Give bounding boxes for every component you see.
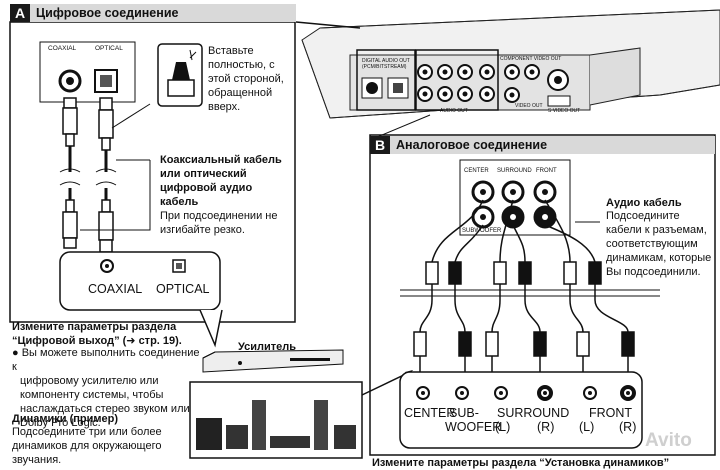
amp-optical-label: OPTICAL <box>156 282 210 296</box>
jack-woofer-label: WOOFER <box>445 420 502 434</box>
panel-subwoofer-label: SUBWOOFER <box>462 228 502 234</box>
jack-front-l-label: (L) <box>579 420 595 434</box>
jack-surround-r-label: (R) <box>537 420 555 434</box>
panel-optical-label: OPTICAL <box>95 45 123 52</box>
amp-coaxial-label: COAXIAL <box>88 282 143 296</box>
section-a-header: A Цифровое соединение <box>10 4 296 22</box>
digital-audio-out-label: DIGITAL AUDIO OUT <box>362 58 410 64</box>
s-video-out-label: S VIDEO OUT <box>548 108 581 114</box>
amplifier-device <box>202 349 344 373</box>
jack-front-r-label: (R) <box>619 420 637 434</box>
pcm-bitstream-label: (PCM/BITSTREAM) <box>362 64 407 70</box>
audio-cable-text: Подсоедините кабели к разъемам, соответс… <box>606 210 712 278</box>
panel-coaxial-label: COAXIAL <box>48 45 77 52</box>
section-a-badge: A <box>10 4 30 22</box>
avito-watermark: Avito <box>645 430 692 451</box>
jack-front-label: FRONT <box>589 406 633 420</box>
jack-center-label: CENTER <box>404 406 456 420</box>
player-device <box>301 9 720 119</box>
speakers-text: Подсоедините три или более динамиков для… <box>12 426 162 466</box>
audio-cable-title: Аудио кабель <box>606 197 682 209</box>
cable-title: Коаксиальный кабель или оптический цифро… <box>160 154 282 208</box>
section-b-title: Аналоговое соединение <box>396 138 548 152</box>
jack-sub-label: SUB- <box>449 406 479 420</box>
video-out-label: VIDEO OUT <box>515 103 543 109</box>
jack-surround-label: SURROUND <box>497 406 570 420</box>
cable-note: При подсоединении не изгибайте резко. <box>160 210 278 236</box>
section-b-header: B Аналоговое соединение <box>370 136 715 154</box>
speakers-title: Динамики (пример) <box>12 413 119 425</box>
section-b-badge: B <box>370 136 390 154</box>
connection-bullet: ● Вы можете выполнить соединение к цифро… <box>12 347 200 429</box>
audio-out-label: AUDIO OUT <box>440 108 468 114</box>
panel-center-label: CENTER <box>464 168 489 174</box>
component-video-label: COMPONENT VIDEO OUT <box>500 56 562 62</box>
panel-surround-label: SURROUND <box>497 168 532 174</box>
panel-front-label: FRONT <box>536 168 557 174</box>
amplifier-label: Усилитель <box>238 341 297 353</box>
jack-surround-l-label: (L) <box>495 420 511 434</box>
section-a-title: Цифровое соединение <box>36 6 179 20</box>
insert-note: Вставьте полностью, с этой стороной, обр… <box>208 45 284 113</box>
change-settings-title: Измените параметры раздела “Цифровой вых… <box>12 321 182 347</box>
speaker-settings-note: Измените параметры раздела “Установка ди… <box>372 457 670 469</box>
speakers-illustration <box>189 370 413 459</box>
